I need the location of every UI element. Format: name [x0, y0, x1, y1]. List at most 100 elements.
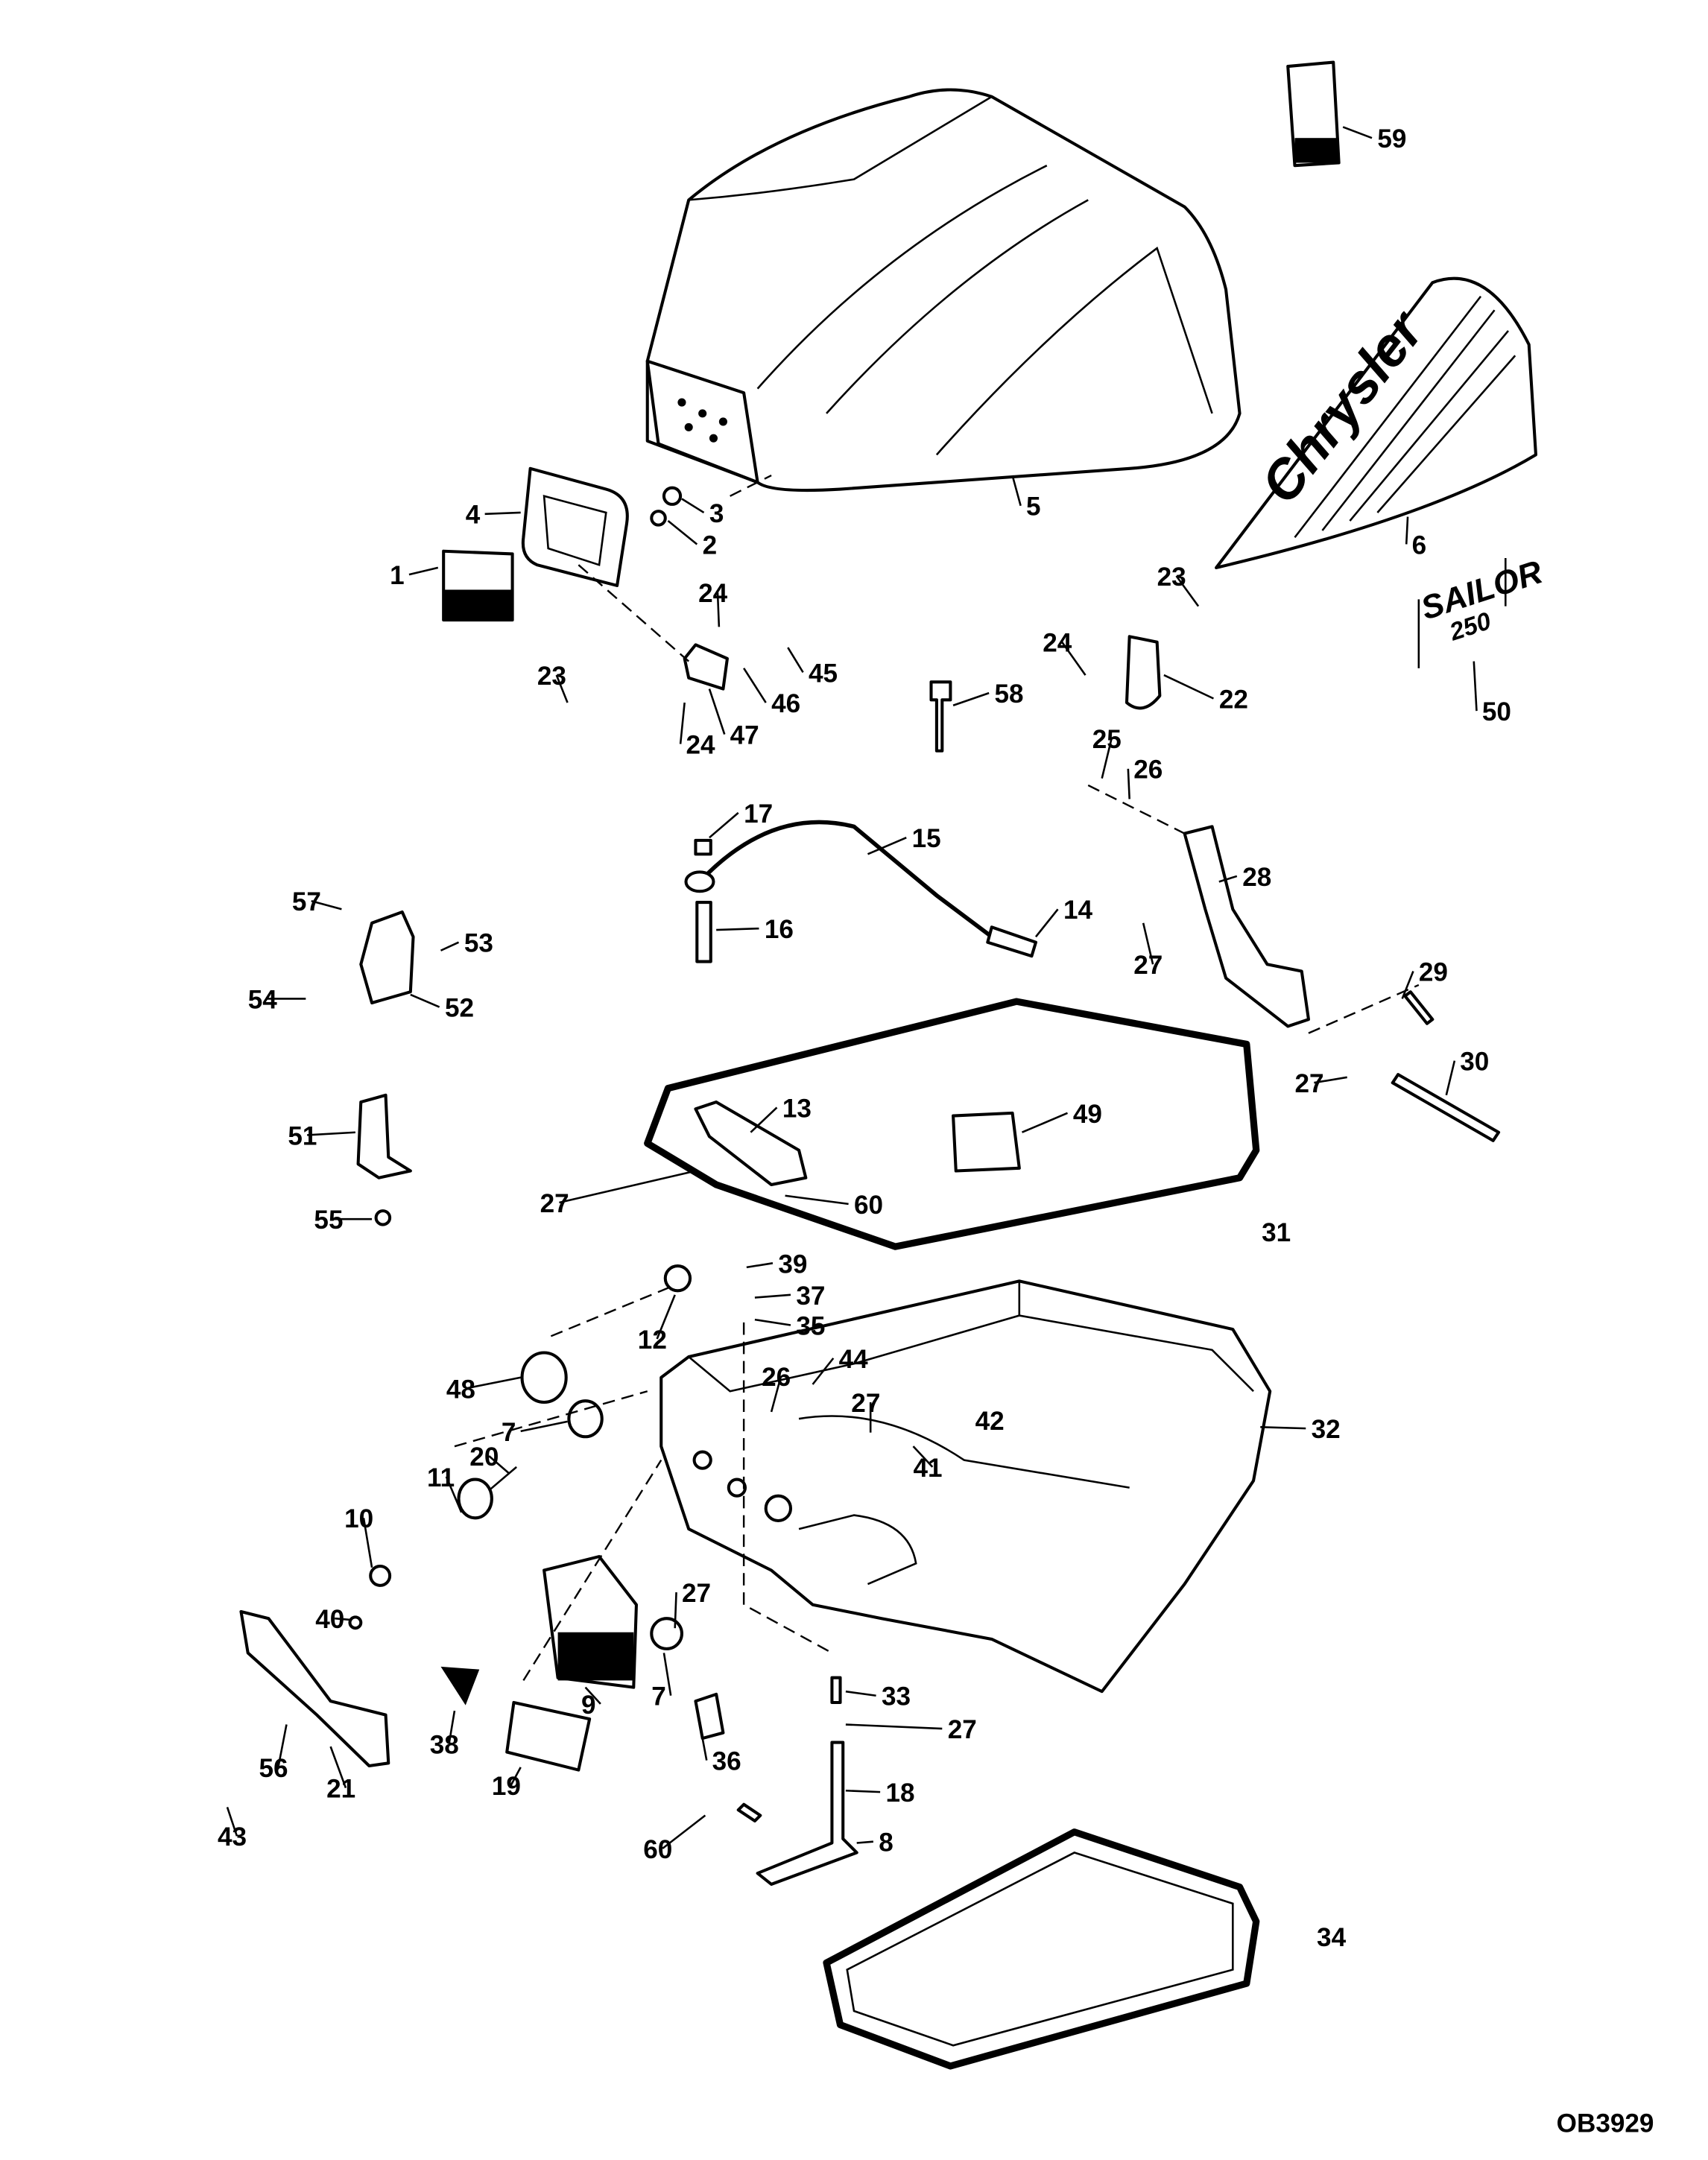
leader-line-30 — [1445, 1060, 1456, 1096]
callout-1: 1 — [390, 561, 405, 590]
leader-line-40 — [335, 1617, 352, 1621]
callout-30: 30 — [1460, 1048, 1489, 1077]
leader-line-44 — [812, 1358, 835, 1385]
leader-line-58 — [952, 691, 990, 706]
callout-47: 47 — [730, 720, 759, 750]
screw-33 — [830, 1676, 842, 1705]
decal-19 — [505, 1700, 592, 1772]
callout-26: 26 — [1133, 756, 1163, 785]
leader-line-46 — [743, 668, 767, 703]
callout-50: 50 — [1482, 697, 1511, 726]
switch-36 — [694, 1692, 725, 1741]
grommet-48 — [520, 1351, 568, 1404]
callout-41: 41 — [913, 1454, 942, 1483]
leader-line-24 — [716, 592, 721, 627]
chrysler-decal: Chrysler — [1215, 276, 1537, 569]
leader-line-26 — [1127, 768, 1130, 799]
leader-line-21 — [329, 1746, 347, 1789]
leader-line-3 — [681, 498, 705, 514]
callout-39: 39 — [778, 1250, 807, 1279]
leader-line-16 — [716, 927, 759, 931]
callout-7: 7 — [502, 1418, 516, 1447]
lower-pan-32 — [660, 1279, 1272, 1694]
callout-17: 17 — [744, 799, 773, 829]
leader-line-48 — [465, 1376, 521, 1390]
decal-1 — [442, 549, 514, 622]
callout-46: 46 — [771, 689, 800, 718]
callout-18: 18 — [886, 1779, 915, 1808]
callout-27: 27 — [948, 1715, 977, 1744]
pin-60 — [736, 1802, 762, 1822]
knob-11 — [457, 1478, 493, 1520]
leader-line-32 — [1260, 1426, 1306, 1430]
callout-36: 36 — [712, 1747, 741, 1776]
leader-line-4 — [484, 511, 521, 516]
callout-60: 60 — [854, 1191, 883, 1220]
leader-line-41 — [912, 1445, 934, 1468]
leader-line-22 — [1163, 674, 1214, 700]
leader-line-8 — [856, 1840, 873, 1844]
callout-27: 27 — [851, 1389, 880, 1418]
leader-line-6 — [1405, 516, 1409, 545]
leader-line-53 — [440, 941, 460, 951]
leader-line-11 — [445, 1476, 463, 1513]
callout-26: 26 — [762, 1363, 791, 1392]
washer-2 — [650, 510, 667, 527]
leader-line-7 — [520, 1420, 568, 1433]
leader-line-27 — [845, 1723, 943, 1730]
leader-line-20 — [488, 1455, 510, 1475]
callout-24: 24 — [1043, 629, 1072, 658]
callout-21: 21 — [326, 1775, 355, 1804]
callout-5: 5 — [1026, 493, 1041, 522]
callout-24: 24 — [698, 579, 728, 608]
leader-line-27 — [559, 1170, 696, 1204]
callout-11: 11 — [427, 1463, 455, 1492]
leader-line-27 — [674, 1592, 677, 1629]
bracket-51 — [356, 1093, 412, 1179]
leader-line-57 — [311, 899, 342, 910]
washer-3 — [662, 486, 683, 506]
callout-13: 13 — [782, 1094, 812, 1123]
callout-37: 37 — [796, 1282, 825, 1311]
callout-14: 14 — [1063, 896, 1093, 925]
pin-30 — [1391, 1073, 1501, 1142]
callout-56: 56 — [259, 1754, 288, 1783]
leader-line-29 — [1401, 970, 1414, 999]
callout-23: 23 — [1157, 563, 1186, 592]
leader-line-49 — [1021, 1112, 1069, 1133]
leader-line-9 — [584, 1686, 601, 1705]
callout-19: 19 — [492, 1772, 521, 1801]
callout-25: 25 — [1092, 725, 1122, 754]
leader-line-7 — [662, 1653, 672, 1696]
callout-29: 29 — [1419, 957, 1448, 986]
callout-23: 23 — [537, 662, 566, 691]
callout-27: 27 — [1133, 951, 1163, 980]
callout-43: 43 — [218, 1822, 247, 1852]
leader-line-23 — [1175, 575, 1200, 607]
callout-42: 42 — [975, 1407, 1005, 1436]
leader-line-51 — [307, 1131, 355, 1136]
leader-line-27 — [1142, 922, 1154, 965]
leader-line-27 — [1314, 1076, 1347, 1084]
callout-58: 58 — [995, 680, 1024, 709]
callout-45: 45 — [809, 659, 838, 688]
callout-55: 55 — [314, 1206, 343, 1235]
callout-3: 3 — [709, 499, 724, 528]
leader-line-59 — [1342, 126, 1373, 139]
callout-24: 24 — [686, 730, 715, 759]
leader-line-47 — [708, 688, 726, 735]
lever-13 — [694, 1100, 808, 1187]
plate-47 — [683, 643, 729, 691]
leader-line-23 — [555, 674, 569, 703]
leader-line-1 — [408, 566, 439, 576]
leader-line-56 — [277, 1724, 288, 1768]
grommet-12 — [663, 1264, 692, 1293]
callout-9: 9 — [581, 1691, 596, 1720]
bolt-58 — [929, 680, 952, 753]
callout-22: 22 — [1219, 685, 1248, 714]
callout-53: 53 — [464, 929, 493, 958]
callout-16: 16 — [765, 915, 794, 944]
washer-40 — [348, 1615, 363, 1630]
callout-34: 34 — [1317, 1923, 1347, 1952]
